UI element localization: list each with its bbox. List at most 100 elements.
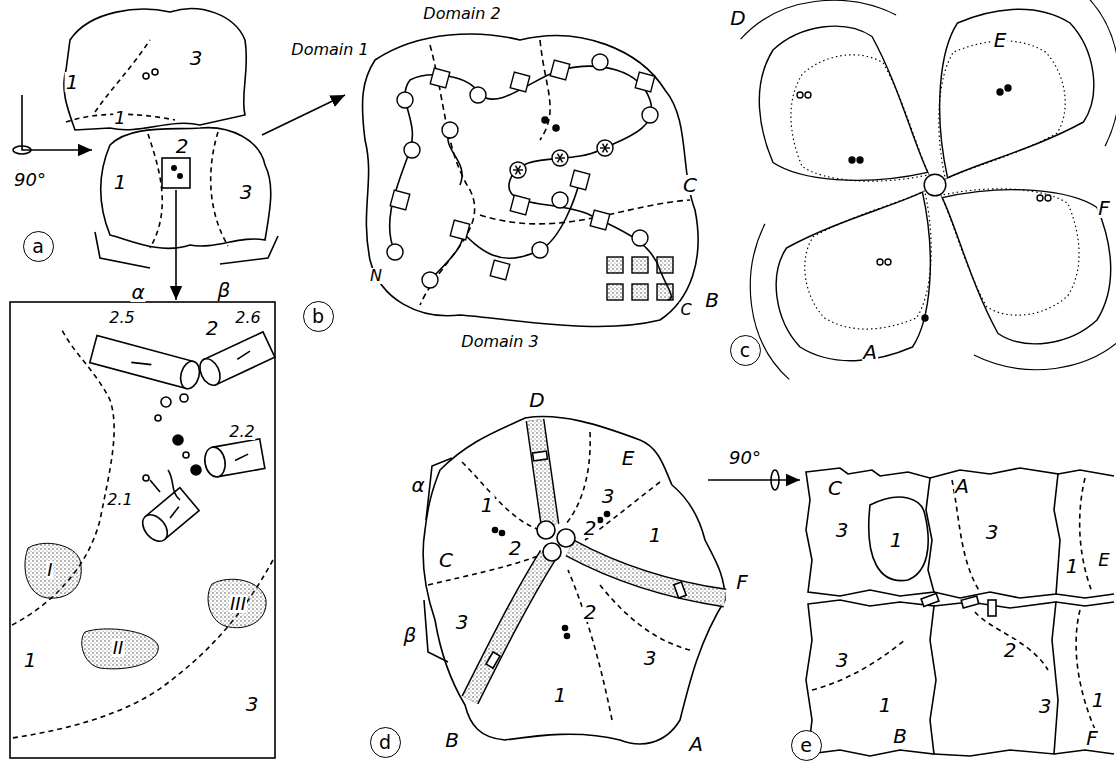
- panel-b-stroke-stroke: [510, 162, 526, 178]
- panel-a-stroke: [175, 190, 177, 300]
- panel-b-stroke-stroke: [558, 154, 563, 163]
- panel-b-stroke: [430, 180, 580, 280]
- panel-a-stroke: [22, 95, 92, 150]
- figure-label: F: [1097, 198, 1111, 218]
- panel-b-stroke-stroke: [570, 170, 590, 190]
- panel-c-stroke-stroke: [791, 55, 929, 181]
- panel-d-stroke: [493, 528, 498, 533]
- panel-e-stroke: [1054, 602, 1114, 754]
- figure-label: E: [993, 30, 1008, 50]
- figure-label: A: [954, 476, 970, 496]
- panel-d-stroke: [470, 555, 548, 700]
- inset-panel-stroke: [10, 302, 275, 758]
- figure-label: 2: [508, 538, 523, 558]
- figure-label: N: [369, 268, 383, 284]
- figure-label: C: [682, 175, 698, 195]
- panel-c-stroke: [791, 41, 1079, 329]
- figure-label: F: [1085, 728, 1099, 748]
- panel-b-stroke-stroke: [442, 122, 458, 138]
- panel-d-stroke-stroke: [565, 432, 590, 525]
- inset-panel-stroke: [143, 475, 149, 481]
- panel-d-stroke: [424, 600, 448, 662]
- figure-label: 3: [245, 694, 260, 714]
- panel-d-stroke: [486, 652, 500, 668]
- panel-c-stroke: [776, 192, 930, 361]
- figure-label: 2: [583, 518, 598, 538]
- panel-c-dots-stroke: [797, 92, 803, 98]
- panel-b-stroke-stroke: [607, 284, 623, 300]
- panel-d-stroke: [535, 420, 550, 525]
- figure-label: II: [112, 639, 125, 657]
- panel-b-stroke: [542, 117, 548, 123]
- inset-panel-stroke-stroke: [236, 351, 250, 359]
- inset-panel-stroke-stroke: [90, 336, 194, 389]
- panel-a-stroke: [13, 146, 31, 154]
- inset-panel-stroke: [168, 470, 180, 500]
- panel-b-stroke-stroke: [607, 257, 623, 273]
- figure-label: Domain 3: [460, 334, 539, 350]
- panel-d: [423, 417, 725, 744]
- figure-label: 90°: [728, 449, 762, 467]
- panel-e-stroke: [812, 478, 1100, 740]
- figure-label: β: [403, 625, 418, 645]
- inset-panel-stroke: [150, 480, 160, 492]
- panel-b-stroke-stroke: [422, 272, 438, 288]
- panel-a-stroke: [152, 69, 158, 75]
- panel-b-stroke-stroke: [532, 242, 548, 258]
- figure-label: 1: [480, 495, 495, 515]
- figure-label: 1: [889, 530, 904, 550]
- figure-label: A: [688, 734, 704, 754]
- panel-d-stroke: [537, 521, 555, 539]
- panel-c-dots-stroke: [922, 315, 928, 321]
- panel-d-stroke: [535, 420, 550, 525]
- figure-label: 3: [239, 182, 254, 202]
- panel-b-stroke-stroke: [470, 87, 486, 103]
- panel-c-stroke-stroke: [939, 41, 1065, 179]
- panel-c-dots-stroke: [877, 259, 883, 265]
- panel-b-stroke-stroke: [635, 72, 655, 92]
- panel-letter: b: [312, 307, 324, 326]
- panel-b-stroke: [387, 54, 673, 300]
- panel-a-stroke: [148, 134, 162, 248]
- panel-b-stroke-stroke: [592, 54, 608, 70]
- panel-d-stroke: [674, 582, 686, 598]
- panel-a-stroke: [95, 40, 150, 112]
- figure-label: 2: [583, 602, 598, 622]
- panel-b-stroke-stroke: [603, 144, 608, 153]
- inset-panel-stroke-stroke: [138, 510, 173, 546]
- panel-c-stroke: [942, 190, 1111, 344]
- panel-c-dots: [797, 85, 1051, 321]
- panel-d-stroke: [565, 634, 570, 639]
- figure-label: C: [679, 302, 692, 318]
- panel-c-stroke: [924, 174, 946, 196]
- figure-label: 1: [648, 525, 663, 545]
- panel-a-stroke: [220, 236, 278, 264]
- panel-letter-circle: d: [370, 727, 401, 758]
- figure-label: 3: [643, 648, 658, 668]
- inset-panel-stroke: [208, 579, 266, 627]
- panel-c-stroke-stroke: [941, 189, 1079, 315]
- figure-label: Domain 2: [422, 6, 501, 22]
- panel-letter-circle: c: [730, 335, 761, 366]
- panel-b-stroke-stroke: [590, 210, 610, 230]
- figure-label: 3: [1038, 696, 1053, 716]
- panel-b-stroke-stroke: [510, 72, 530, 92]
- panel-a-stroke: [211, 132, 228, 246]
- panel-b-stroke-stroke: [390, 190, 410, 210]
- figure-label: B: [704, 290, 720, 310]
- panel-e-stroke: [988, 600, 996, 616]
- figure-label: 2.5: [108, 310, 135, 326]
- panel-c-dots-stroke: [849, 157, 855, 163]
- panel-b-stroke-stroke: [552, 150, 568, 166]
- inset-panel-stroke: [191, 465, 201, 475]
- panel-a-stroke: [64, 9, 247, 130]
- figure-label: 1: [1065, 556, 1080, 576]
- panel-letter-circle: a: [23, 231, 54, 262]
- panel-e-stroke-stroke: [812, 640, 905, 690]
- figure-label: 90°: [13, 171, 47, 189]
- panel-c-dots-stroke: [997, 89, 1003, 95]
- inset-panel-stroke: [90, 336, 203, 391]
- figure-label: 2: [1003, 640, 1018, 660]
- figure-label: C: [438, 550, 454, 570]
